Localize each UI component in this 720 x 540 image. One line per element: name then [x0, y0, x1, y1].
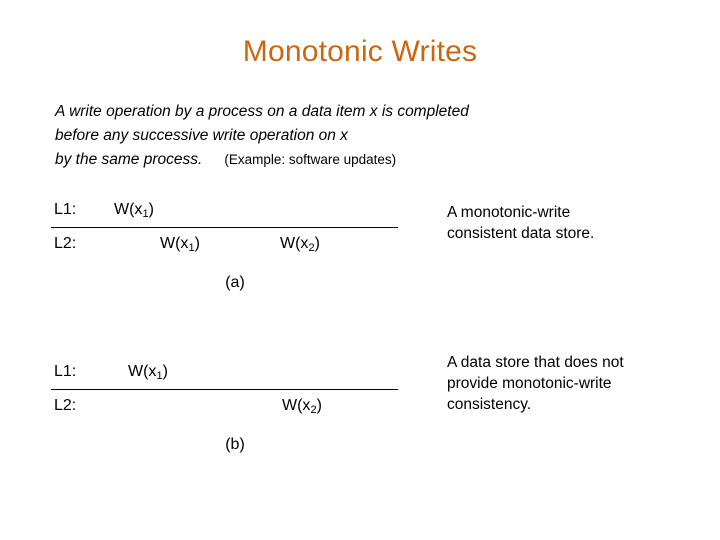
lane-label-l1-b: L1:	[54, 363, 77, 380]
write-op-subscript: 1	[188, 242, 195, 254]
write-op-text: W(x	[282, 397, 311, 414]
annotation-monotonic-write-consistent: A monotonic-write consistent data store.	[447, 202, 697, 244]
definition-line-1: A write operation by a process on a data…	[55, 103, 469, 120]
write-op-text: W(x	[280, 235, 309, 252]
lane-l2-a: L2: W(x1) W(x2)	[48, 232, 398, 258]
write-op-close: )	[148, 201, 154, 218]
write-op-l1-b-1: W(x1)	[128, 360, 168, 385]
write-op-text: W(x	[114, 201, 143, 218]
timeline-diagram-b: L1: W(x1) L2: W(x2) (b)	[48, 360, 398, 470]
lane-l2-b: L2: W(x2)	[48, 394, 398, 420]
write-op-subscript: 2	[308, 242, 315, 254]
lane-label-l2-a: L2:	[54, 235, 77, 252]
annotation-not-monotonic-write-consistent: A data store that does not provide monot…	[447, 352, 702, 415]
write-op-close: )	[314, 235, 320, 252]
write-op-l2-b-1: W(x2)	[282, 394, 322, 419]
lane-label-l1-a: L1:	[54, 201, 77, 218]
annotation-a-line-2: consistent data store.	[447, 225, 595, 242]
definition-line-3-row: by the same process. (Example: software u…	[55, 148, 655, 172]
write-op-close: )	[162, 363, 168, 380]
lane-l1-a: L1: W(x1)	[48, 198, 398, 224]
write-op-subscript: 1	[142, 208, 149, 220]
write-op-l2-a-1: W(x1)	[160, 232, 200, 257]
write-op-close: )	[194, 235, 200, 252]
timeline-rule-b	[51, 389, 398, 390]
timeline-diagram-a: L1: W(x1) L2: W(x1) W(x2) (a)	[48, 198, 398, 308]
lane-label-l2-b: L2:	[54, 397, 77, 414]
annotation-b-line-3: consistency.	[447, 396, 532, 413]
diagram-caption-a: (a)	[225, 274, 245, 291]
write-op-subscript: 2	[310, 404, 317, 416]
annotation-b-line-2: provide monotonic-write	[447, 375, 612, 392]
definition-text-block: A write operation by a process on a data…	[55, 100, 655, 172]
annotation-b-line-1: A data store that does not	[447, 354, 624, 371]
write-op-close: )	[316, 397, 322, 414]
example-note: (Example: software updates)	[224, 152, 397, 167]
diagram-caption-b: (b)	[225, 436, 245, 453]
definition-line-3: by the same process.	[55, 151, 203, 168]
write-op-text: W(x	[128, 363, 157, 380]
write-op-subscript: 1	[156, 370, 163, 382]
page-title: Monotonic Writes	[242, 35, 478, 68]
annotation-a-line-1: A monotonic-write	[447, 204, 571, 221]
write-op-text: W(x	[160, 235, 189, 252]
write-op-l1-a-1: W(x1)	[114, 198, 154, 223]
timeline-rule-a	[51, 227, 398, 228]
definition-line-2: before any successive write operation on…	[55, 127, 348, 144]
lane-l1-b: L1: W(x1)	[48, 360, 398, 386]
write-op-l2-a-2: W(x2)	[280, 232, 320, 257]
